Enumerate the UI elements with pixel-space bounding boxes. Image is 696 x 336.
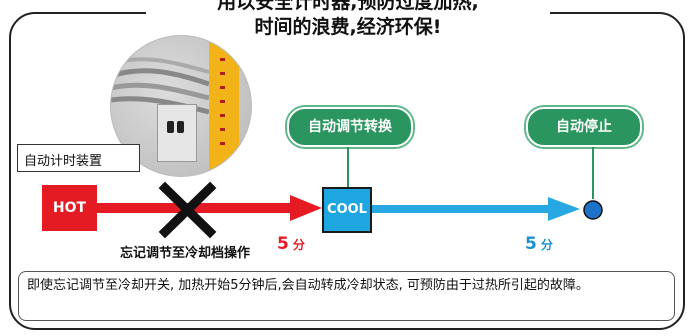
title-block: 用以安全计时器,预防过度加热, 时间的浪费,经济环保!	[146, 0, 550, 40]
heating-arrow-shaft	[97, 203, 297, 213]
first-interval-unit: 分	[292, 238, 305, 252]
board-component	[220, 58, 225, 61]
description-text: 即使忘记调节至冷却开关, 加热开始5分钟后,会自动转成冷却状态, 可预防由于过热…	[27, 278, 589, 293]
first-interval-value: 5	[277, 234, 289, 254]
timer-connector	[167, 121, 174, 133]
x-mark-icon	[158, 181, 217, 239]
auto-stop-connector	[592, 147, 594, 199]
timer-device-callout: 自动计时装置	[17, 144, 140, 172]
auto-adjust-connector	[347, 147, 349, 189]
title-line-1: 用以安全计时器,预防过度加热,	[217, 0, 479, 13]
auto-adjust-badge: 自动调节转换	[287, 107, 413, 147]
board-component	[220, 72, 225, 75]
board-component	[220, 142, 225, 145]
board-component	[220, 86, 225, 89]
timer-connector	[177, 121, 184, 133]
second-interval-value: 5	[525, 234, 537, 254]
second-interval-unit: 分	[540, 238, 553, 252]
hot-box: HOT	[42, 185, 97, 231]
cooling-arrow-shaft	[372, 205, 552, 213]
cooling-arrow-head	[548, 197, 580, 221]
auto-stop-badge: 自动停止	[526, 107, 642, 147]
heating-arrow-head	[290, 195, 322, 221]
timer-module	[157, 104, 197, 162]
timer-device-photo	[110, 35, 252, 177]
forgot-operation-label: 忘记调节至冷却档操作	[120, 246, 251, 261]
cool-box: COOL	[322, 187, 372, 233]
board-component	[220, 128, 225, 131]
title-line-2: 时间的浪费,经济环保!	[254, 16, 442, 38]
board-component	[220, 114, 225, 117]
wires-illustration	[111, 57, 210, 115]
stop-dot-icon	[583, 200, 603, 220]
board-component	[220, 100, 225, 103]
description-box: 即使忘记调节至冷却开关, 加热开始5分钟后,会自动转成冷却状态, 可预防由于过热…	[18, 271, 675, 321]
